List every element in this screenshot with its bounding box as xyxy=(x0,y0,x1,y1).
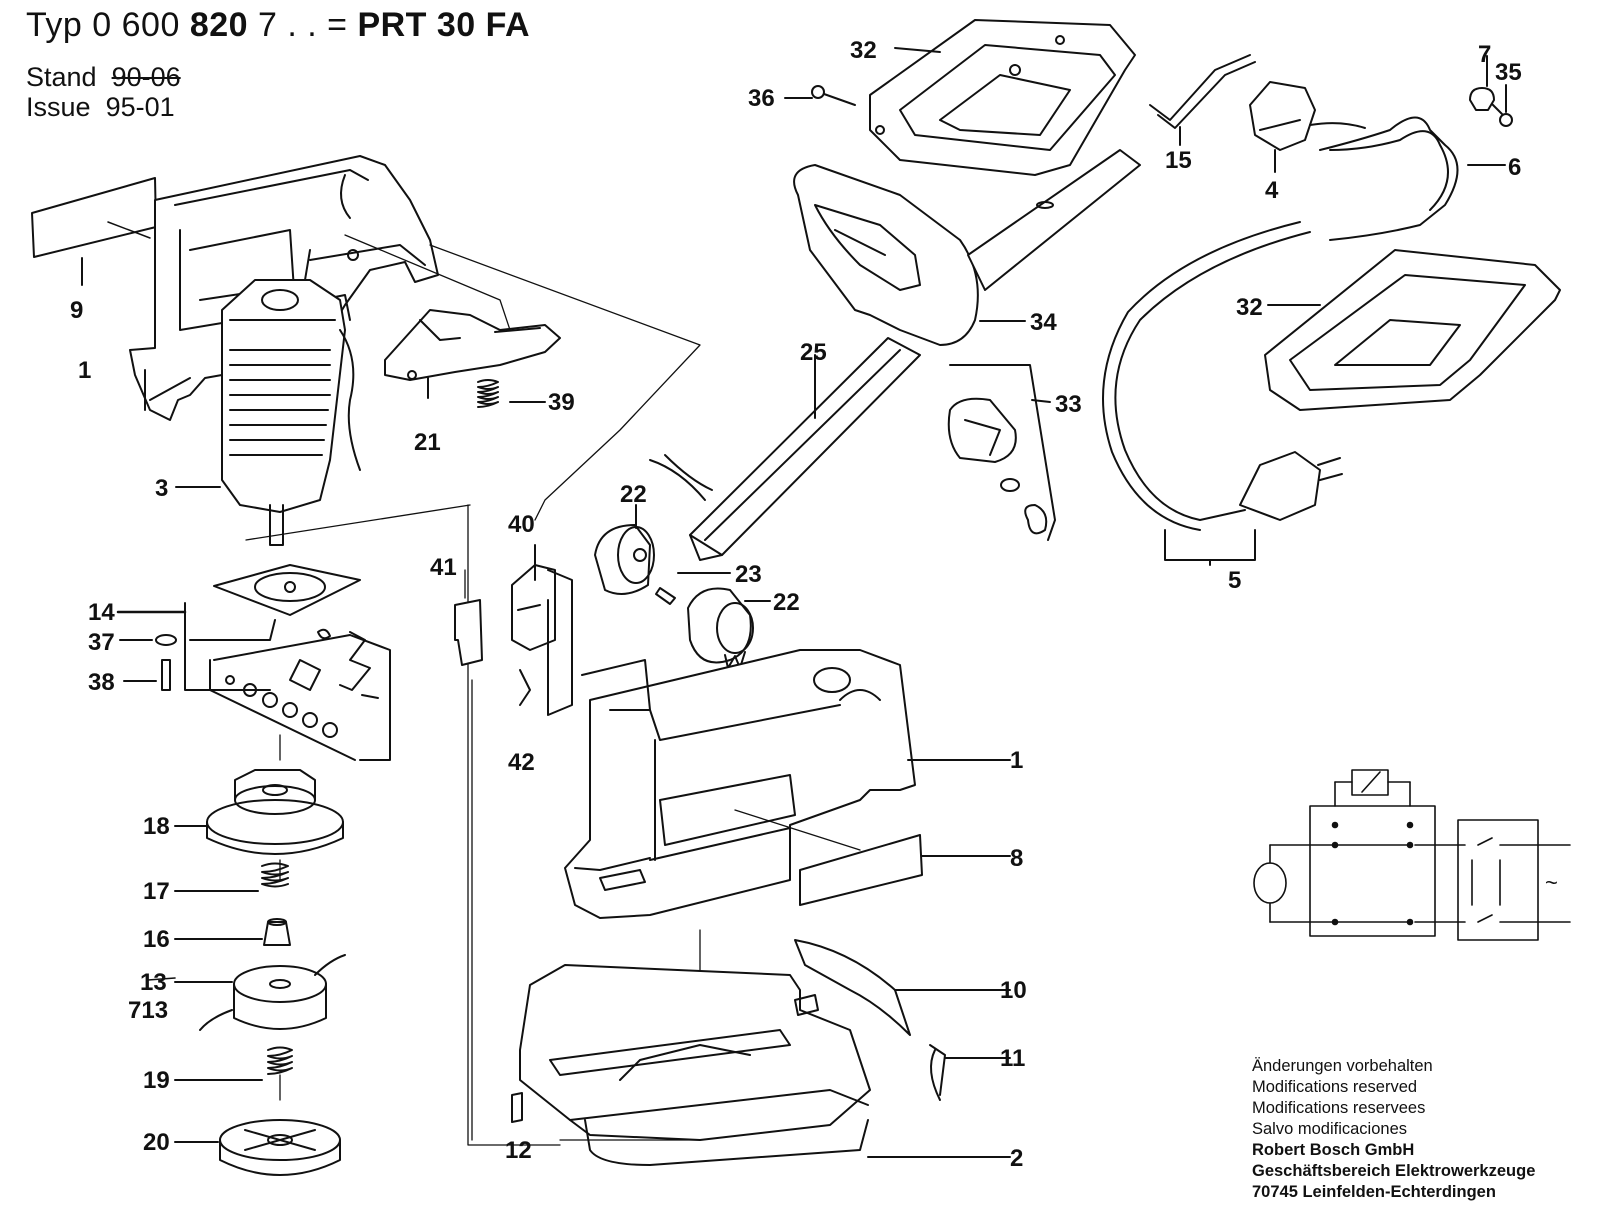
callout-41: 41 xyxy=(430,554,457,581)
callout-16: 16 xyxy=(143,926,170,953)
callout-23: 23 xyxy=(735,561,762,588)
callout-14: 14 xyxy=(88,599,115,626)
part-switch-lever-21 xyxy=(384,309,561,399)
part-motor-3 xyxy=(175,279,361,546)
callout-4: 4 xyxy=(1265,177,1279,204)
callout-34: 34 xyxy=(1030,309,1057,336)
callout-2: 2 xyxy=(1010,1145,1023,1172)
callout-21: 21 xyxy=(414,429,441,456)
callout-33: 33 xyxy=(1055,391,1082,418)
note-line-3: Modifications reservees xyxy=(1252,1099,1426,1117)
typ-label: Typ xyxy=(26,6,83,44)
part-insert-12 xyxy=(511,1092,523,1123)
part-guard-housing-2 xyxy=(519,964,1011,1166)
callout-5: 5 xyxy=(1228,567,1241,594)
typ-suffix: 7 . . = xyxy=(258,6,348,44)
callout-22-lower: 22 xyxy=(773,589,800,616)
part-base-plate-14 xyxy=(116,564,391,761)
callout-9: 9 xyxy=(70,297,83,324)
issue-value: 95-01 xyxy=(105,92,175,122)
part-handle-shell-32-bottom xyxy=(1264,249,1561,411)
callout-13: 13 xyxy=(140,969,167,996)
callout-40: 40 xyxy=(508,511,535,538)
part-bushing-16 xyxy=(174,918,291,946)
part-screw-35 xyxy=(1491,84,1513,127)
part-bracket-15 xyxy=(1149,54,1256,146)
part-spool-cap-20 xyxy=(174,1119,341,1176)
stand-label: Stand xyxy=(26,62,97,92)
note-line-2: Modifications reserved xyxy=(1252,1078,1418,1096)
callout-37: 37 xyxy=(88,629,115,656)
part-handle-34 xyxy=(793,149,1141,346)
callout-1-upper: 1 xyxy=(78,357,91,384)
typ-number: 820 xyxy=(189,6,249,44)
part-spool-hub-18 xyxy=(174,769,344,855)
callout-36: 36 xyxy=(748,85,775,112)
part-switch-assembly-33 xyxy=(947,364,1056,541)
part-pin-23 xyxy=(655,572,731,605)
callout-1-lower: 1 xyxy=(1010,747,1023,774)
model-name: PRT 30 FA xyxy=(357,6,531,44)
part-guard-10 xyxy=(794,939,1011,1036)
callout-22-upper: 22 xyxy=(620,481,647,508)
revision-block: Stand 90-06 Issue 95-01 xyxy=(26,62,181,122)
callout-15: 15 xyxy=(1165,147,1192,174)
callout-32-bottom: 32 xyxy=(1236,294,1263,321)
part-switch-4 xyxy=(1249,81,1366,173)
company-name: Robert Bosch GmbH xyxy=(1252,1141,1415,1159)
part-line-spool-713 xyxy=(147,954,346,1031)
part-label-8 xyxy=(734,809,1011,906)
note-line-4: Salvo modificaciones xyxy=(1252,1120,1407,1138)
callout-10: 10 xyxy=(1000,977,1027,1004)
callout-18: 18 xyxy=(143,813,170,840)
page-title: Typ 0 600 820 7 . . = PRT 30 FA xyxy=(26,6,530,45)
part-switch-carrier-40 xyxy=(511,544,573,716)
part-blade-11 xyxy=(929,1044,1011,1101)
part-spring-39 xyxy=(477,379,546,408)
part-clamp-7 xyxy=(1469,55,1495,111)
callout-8: 8 xyxy=(1010,845,1023,872)
typ-prefix: 0 600 xyxy=(92,6,180,44)
part-shaft-25 xyxy=(649,337,921,561)
issue-label: Issue xyxy=(26,92,91,122)
callout-32-top: 32 xyxy=(850,37,877,64)
stand-value: 90-06 xyxy=(111,62,181,92)
callout-20: 20 xyxy=(143,1129,170,1156)
ac-symbol: ~ xyxy=(1545,870,1558,895)
callout-42: 42 xyxy=(508,749,535,776)
callout-12: 12 xyxy=(505,1137,532,1164)
callout-7: 7 xyxy=(1478,41,1491,68)
part-roller-22-lower xyxy=(687,587,771,669)
part-label-sheet-9 xyxy=(31,177,157,286)
part-washer-37 xyxy=(119,634,177,646)
callout-25: 25 xyxy=(800,339,827,366)
part-screw-36 xyxy=(784,85,856,106)
company-division: Geschäftsbereich Elektrowerkzeuge xyxy=(1252,1162,1536,1180)
part-roller-22-upper xyxy=(594,504,655,595)
note-line-1: Änderungen vorbehalten xyxy=(1252,1057,1433,1075)
part-handle-shell-32-top xyxy=(869,19,1136,176)
part-screw-38 xyxy=(123,659,171,691)
callout-11: 11 xyxy=(1000,1045,1025,1072)
wiring-schematic xyxy=(1253,769,1571,941)
part-spring-17 xyxy=(174,862,289,892)
company-address: 70745 Leinfelden-Echterdingen xyxy=(1252,1183,1496,1201)
guide-lines xyxy=(245,234,701,1146)
footer-notes: Änderungen vorbehalten Modifications res… xyxy=(1252,1056,1535,1203)
callout-17: 17 xyxy=(143,878,170,905)
callout-713: 713 xyxy=(128,997,168,1024)
callout-38: 38 xyxy=(88,669,115,696)
part-clip-41 xyxy=(454,569,483,666)
part-power-cord-5 xyxy=(1102,221,1343,566)
callout-35: 35 xyxy=(1495,59,1522,86)
callout-19: 19 xyxy=(143,1067,170,1094)
callout-6: 6 xyxy=(1508,154,1521,181)
callout-39: 39 xyxy=(548,389,575,416)
part-housing-lower-1 xyxy=(564,649,1011,919)
callout-3: 3 xyxy=(155,475,168,502)
part-cable-6 xyxy=(1319,116,1506,241)
part-spring-19 xyxy=(174,1046,293,1081)
